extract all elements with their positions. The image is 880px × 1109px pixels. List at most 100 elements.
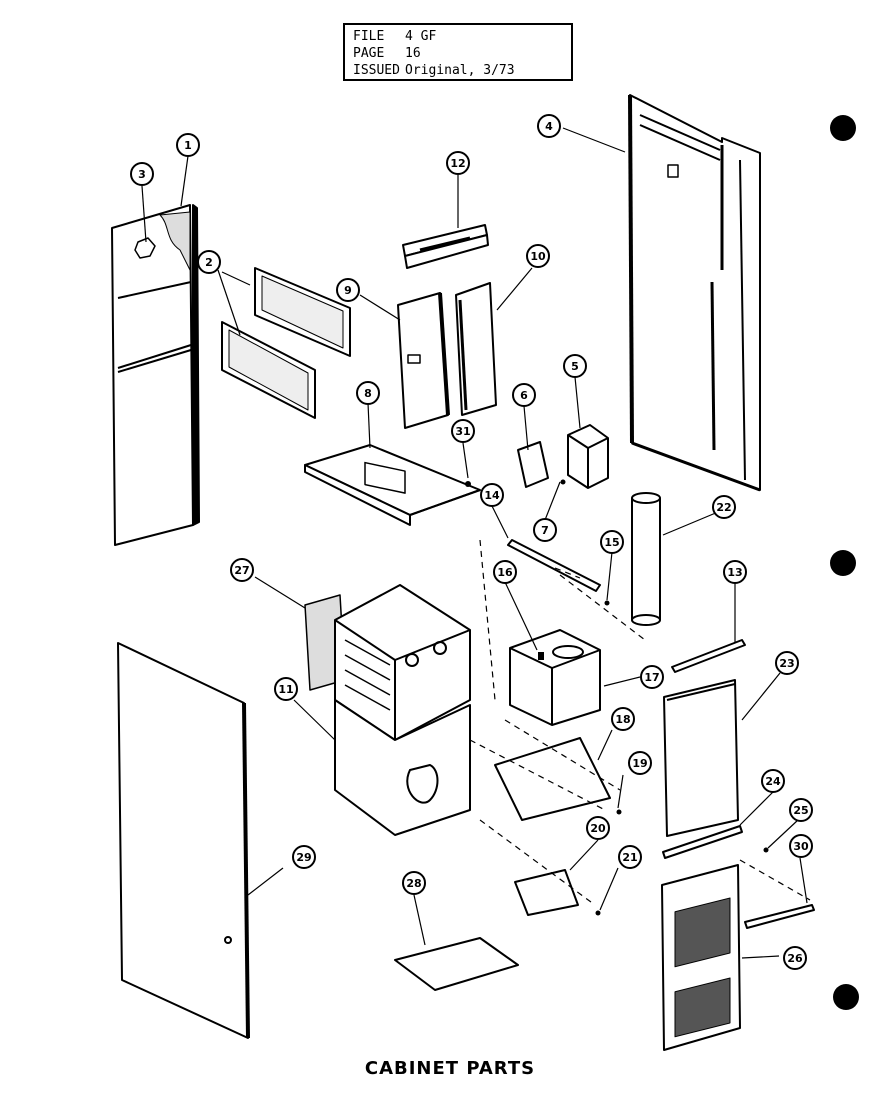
callout-label: 30 bbox=[793, 840, 809, 853]
part-draft-hood bbox=[509, 629, 601, 726]
callout-label: 16 bbox=[497, 566, 513, 579]
part-filters bbox=[221, 267, 351, 419]
callout-label: 24 bbox=[765, 775, 781, 788]
callout-circle bbox=[336, 278, 360, 302]
callout-circle bbox=[775, 651, 799, 675]
callout-label: 4 bbox=[545, 120, 553, 133]
callout-circle bbox=[783, 946, 807, 970]
callout-12: 12 bbox=[446, 151, 470, 175]
callout-25: 25 bbox=[789, 798, 813, 822]
callout-circle bbox=[451, 419, 475, 443]
file-value: 4 GF bbox=[405, 29, 437, 44]
part-burner-bracket bbox=[514, 869, 579, 916]
callout-circle bbox=[533, 518, 557, 542]
callout-2: 2 bbox=[197, 250, 221, 274]
callout-21: 21 bbox=[618, 845, 642, 869]
callout-label: 18 bbox=[615, 713, 630, 726]
callout-circle bbox=[480, 483, 504, 507]
callout-label: 25 bbox=[793, 804, 808, 817]
callout-label: 27 bbox=[234, 564, 249, 577]
part-bottom-strip bbox=[744, 904, 815, 929]
callout-circle bbox=[586, 816, 610, 840]
callout-label: 19 bbox=[632, 757, 647, 770]
callout-label: 5 bbox=[571, 360, 579, 373]
callout-23: 23 bbox=[775, 651, 799, 675]
callout-28: 28 bbox=[402, 871, 426, 895]
part-front-upper-door bbox=[663, 679, 739, 837]
part-strip bbox=[671, 639, 746, 673]
callout-label: 31 bbox=[455, 425, 470, 438]
callout-circle bbox=[628, 751, 652, 775]
part-rail bbox=[507, 539, 601, 592]
callout-circle bbox=[512, 383, 536, 407]
issued-label: ISSUED bbox=[353, 63, 400, 78]
callout-circle bbox=[761, 769, 785, 793]
callout-label: 6 bbox=[520, 389, 528, 402]
callout-22: 22 bbox=[712, 495, 736, 519]
callout-label: 3 bbox=[138, 168, 146, 181]
callout-9: 9 bbox=[336, 278, 360, 302]
callout-label: 21 bbox=[622, 851, 637, 864]
part-door-bar bbox=[662, 825, 743, 859]
callout-label: 20 bbox=[590, 822, 606, 835]
callout-3: 3 bbox=[130, 162, 154, 186]
callout-19: 19 bbox=[628, 751, 652, 775]
fasteners bbox=[465, 479, 769, 916]
callout-1: 1 bbox=[176, 133, 200, 157]
callout-18: 18 bbox=[611, 707, 635, 731]
callout-label: 17 bbox=[644, 671, 659, 684]
callout-10: 10 bbox=[526, 244, 550, 268]
callout-15: 15 bbox=[600, 530, 624, 554]
callout-circle bbox=[618, 845, 642, 869]
assembly-lines bbox=[469, 539, 811, 906]
callout-label: 15 bbox=[604, 536, 619, 549]
callout-16: 16 bbox=[493, 560, 517, 584]
margin-dots bbox=[830, 115, 859, 1010]
callout-31: 31 bbox=[451, 419, 475, 443]
part-louvered-door bbox=[661, 864, 741, 1051]
callout-label: 26 bbox=[787, 952, 803, 965]
callout-group: 1234567891011121314151617181920212223242… bbox=[130, 114, 813, 970]
callout-circle bbox=[600, 530, 624, 554]
callout-circle bbox=[230, 558, 254, 582]
callout-17: 17 bbox=[640, 665, 664, 689]
callout-label: 23 bbox=[779, 657, 794, 670]
callout-circle bbox=[493, 560, 517, 584]
callout-label: 10 bbox=[530, 250, 546, 263]
page-value: 16 bbox=[405, 46, 421, 61]
callout-circle bbox=[176, 133, 200, 157]
leader-lines bbox=[141, 127, 808, 959]
part-small-cover bbox=[517, 441, 549, 488]
callout-label: 7 bbox=[541, 524, 549, 537]
callout-4: 4 bbox=[537, 114, 561, 138]
callout-circle bbox=[563, 354, 587, 378]
callout-circle bbox=[274, 677, 298, 701]
part-top-bracket bbox=[402, 224, 489, 269]
callout-7: 7 bbox=[533, 518, 557, 542]
callout-label: 28 bbox=[406, 877, 421, 890]
callout-label: 12 bbox=[450, 157, 465, 170]
part-panel-9 bbox=[397, 292, 450, 429]
callout-circle bbox=[537, 114, 561, 138]
callout-circle bbox=[446, 151, 470, 175]
callout-circle bbox=[356, 381, 380, 405]
callout-circle bbox=[292, 845, 316, 869]
page-label: PAGE bbox=[353, 46, 385, 61]
callout-label: 14 bbox=[484, 489, 500, 502]
callout-circle bbox=[402, 871, 426, 895]
part-shelf bbox=[494, 737, 611, 821]
part-side-panel-left bbox=[111, 204, 200, 546]
part-junction-box bbox=[567, 424, 609, 489]
part-heat-exchanger bbox=[334, 584, 471, 836]
callout-14: 14 bbox=[480, 483, 504, 507]
callout-13: 13 bbox=[723, 560, 747, 584]
callout-circle bbox=[789, 834, 813, 858]
callout-label: 1 bbox=[184, 139, 192, 152]
callout-label: 9 bbox=[344, 284, 352, 297]
callout-24: 24 bbox=[761, 769, 785, 793]
part-vent-pipe bbox=[631, 492, 661, 626]
callout-label: 2 bbox=[205, 256, 213, 269]
callout-circle bbox=[611, 707, 635, 731]
callout-29: 29 bbox=[292, 845, 316, 869]
